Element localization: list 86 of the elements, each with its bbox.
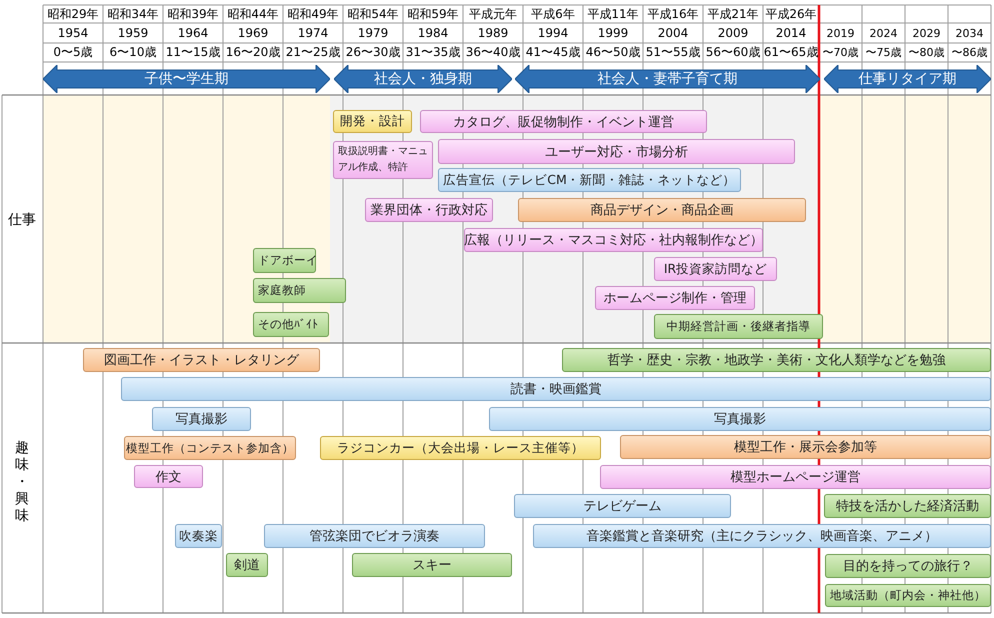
- era-year-label: 昭和34年: [106, 6, 160, 22]
- era-year-label: 平成6年: [530, 6, 576, 22]
- age-label: 46〜50歳: [584, 44, 642, 61]
- activity-bar: 家庭教師: [253, 278, 346, 303]
- activity-bar: 商品デザイン・商品企画: [518, 198, 806, 222]
- activity-bar: 吹奏楽: [175, 524, 222, 548]
- activity-bar: 模型ホームページ運営: [600, 465, 991, 489]
- activity-bar: 特技を活かした経済活動: [824, 494, 991, 518]
- row-label: 趣味・興味: [14, 440, 30, 526]
- activity-bar: カタログ、販促物制作・イベント運営: [420, 110, 707, 133]
- activity-bar: テレビゲーム: [514, 494, 731, 518]
- activity-bar: ホームページ制作・管理: [595, 286, 755, 310]
- year-label: 1994: [536, 25, 570, 42]
- activity-bar: 音楽鑑賞と音楽研究（主にクラシック、映画音楽、アニメ）: [533, 524, 991, 548]
- year-label: 2004: [656, 25, 690, 42]
- year-label: 1984: [416, 25, 450, 42]
- row-label: 仕事: [7, 211, 37, 230]
- era-year-label: 昭和29年: [46, 6, 100, 22]
- activity-bar: ドアボーイ: [253, 248, 316, 273]
- era-year-label: 昭和59年: [406, 6, 460, 22]
- life-stage-banner: 子供〜学生期: [43, 65, 330, 93]
- year-label: 1969: [236, 25, 270, 42]
- life-stage-banner: 仕事リタイア期: [824, 65, 991, 93]
- age-label: 〜75歳: [864, 45, 902, 61]
- age-label: 6〜10歳: [108, 44, 158, 61]
- activity-bar: ユーザー対応・市場分析: [438, 139, 795, 164]
- era-year-label: 平成16年: [646, 6, 700, 22]
- year-label: 2029: [912, 26, 942, 42]
- activity-bar: 哲学・歴史・宗教・地政学・美術・文化人類学などを勉強: [562, 348, 991, 372]
- year-label: 2014: [774, 25, 808, 42]
- age-label: 〜86歳: [950, 45, 988, 61]
- era-year-label: 平成26年: [764, 6, 818, 22]
- age-label: 16〜20歳: [224, 44, 282, 61]
- year-label: 1974: [296, 25, 330, 42]
- activity-bar: 広告宣伝（テレビCM・新聞・雑誌・ネットなど）: [438, 168, 741, 192]
- age-label: 26〜30歳: [344, 44, 402, 61]
- activity-bar: 中期経営計画・後継者指導: [654, 314, 823, 339]
- year-label: 2009: [716, 25, 750, 42]
- age-label: 51〜55歳: [644, 44, 702, 61]
- year-label: 1979: [356, 25, 390, 42]
- age-label: 61〜65歳: [764, 44, 818, 61]
- age-label: 31〜35歳: [404, 44, 462, 61]
- activity-bar: 作文: [134, 465, 203, 488]
- activity-bar: 目的を持っての旅行？: [825, 554, 991, 578]
- life-stage-banner: 社会人・妻帯子育て期: [515, 65, 820, 93]
- activity-bar: IR投資家訪問など: [654, 257, 777, 281]
- activity-bar: 管弦楽団でビオラ演奏: [264, 524, 485, 548]
- activity-bar: 広報（リリース・マスコミ対応・社内報制作など）: [464, 228, 763, 252]
- age-label: 11〜15歳: [164, 44, 222, 61]
- activity-bar: ラジコンカー（大会出場・レース主催等）: [320, 436, 601, 460]
- activity-bar: 剣道: [226, 553, 268, 577]
- activity-bar: その他ﾊﾞｲﾄ: [253, 312, 329, 337]
- life-stage-banner: 社会人・独身期: [334, 65, 512, 93]
- activity-bar: 写真撮影: [489, 407, 991, 431]
- age-label: 36〜40歳: [464, 44, 522, 61]
- age-label: 〜80歳: [908, 45, 946, 61]
- year-label: 1989: [476, 25, 510, 42]
- year-label: 2019: [826, 26, 856, 42]
- year-label: 2024: [868, 26, 898, 42]
- activity-bar: 読書・映画鑑賞: [121, 377, 991, 401]
- activity-bar: 業界団体・行政対応: [365, 198, 493, 222]
- year-label: 1954: [56, 25, 90, 42]
- era-year-label: 昭和49年: [286, 6, 340, 22]
- activity-bar: 地域活動（町内会・神社他）: [825, 584, 991, 607]
- activity-bar: 図画工作・イラスト・レタリング: [83, 348, 320, 372]
- activity-bar: 取扱説明書・マニュアル作成、特許: [333, 141, 433, 179]
- age-label: 56〜60歳: [704, 44, 762, 61]
- activity-bar: 開発・設計: [333, 110, 412, 133]
- year-label: 2034: [954, 26, 984, 42]
- year-label: 1959: [116, 25, 150, 42]
- activity-bar: 模型工作・展示会参加等: [620, 435, 991, 459]
- activity-bar: 模型工作（コンテスト参加含）: [124, 436, 296, 460]
- year-label: 1999: [596, 25, 630, 42]
- era-year-label: 平成21年: [706, 6, 760, 22]
- era-year-label: 昭和39年: [166, 6, 220, 22]
- era-year-label: 平成11年: [586, 6, 640, 22]
- year-label: 1964: [176, 25, 210, 42]
- age-label: 21〜25歳: [284, 44, 342, 61]
- activity-bar: スキー: [352, 553, 512, 577]
- age-label: 0〜5歳: [52, 44, 94, 61]
- era-year-label: 平成元年: [468, 6, 518, 22]
- activity-bar: 写真撮影: [152, 407, 251, 431]
- age-label: 〜70歳: [822, 45, 860, 61]
- era-year-label: 昭和54年: [346, 6, 400, 22]
- era-year-label: 昭和44年: [226, 6, 280, 22]
- age-label: 41〜45歳: [524, 44, 582, 61]
